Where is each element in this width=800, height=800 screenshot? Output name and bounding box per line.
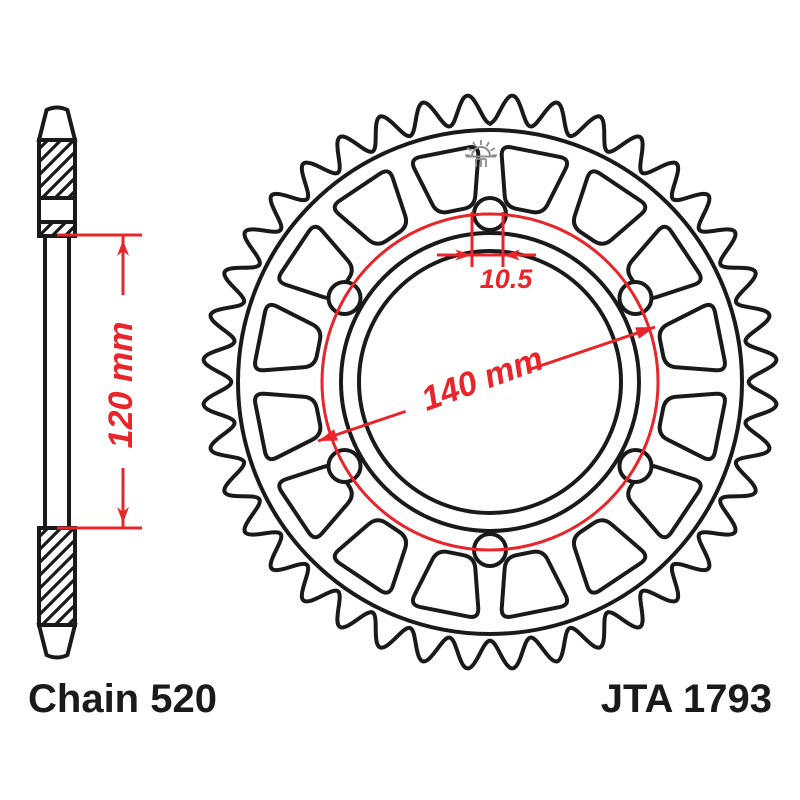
side-segment-bottom-tooth-tip [36, 623, 78, 660]
lightening-hole [410, 549, 481, 619]
lightening-hole [253, 391, 323, 462]
side-profile-view [9, 0, 105, 660]
dimension-label-thickness: 120 mm [102, 322, 140, 449]
side-segment-top-tooth-tip [36, 105, 78, 142]
lightening-hole-ring [253, 145, 727, 619]
section-hatching [39, 222, 75, 236]
sun-ray-2 [485, 141, 490, 147]
lightening-hole [253, 302, 323, 373]
dimension-label-bolt-hole: 10.5 [480, 264, 534, 294]
hatch-line [39, 528, 64, 553]
hatch-line [39, 162, 75, 198]
hatch-line [39, 576, 75, 618]
lightening-hole [499, 549, 570, 619]
lightening-hole [499, 145, 570, 215]
lightening-hole [571, 169, 648, 246]
arrowhead-bc-start [318, 429, 338, 441]
thickness-dimension-120mm [57, 233, 142, 530]
hatch-line [9, 5, 105, 101]
sun-ray-4 [490, 147, 496, 152]
hatch-line [39, 589, 75, 625]
hatch-line [39, 149, 75, 191]
part-number-label: JTA 1793 [601, 677, 772, 721]
bolt-hole-dimension-10-5 [437, 212, 536, 267]
hatch-line [39, 563, 75, 605]
hatch-line [39, 528, 75, 566]
hatch-line [9, 18, 105, 114]
hatch-line [49, 222, 69, 236]
chain-size-label: Chain 520 [28, 677, 217, 721]
sun-stand [475, 158, 487, 167]
arrowhead-up [117, 240, 129, 256]
sprocket-body-circle [236, 128, 744, 636]
lightening-hole [410, 145, 481, 215]
lightening-hole [657, 391, 727, 462]
arrowhead-right [503, 249, 520, 261]
sun-dome [471, 146, 491, 157]
bolt-circle-reference [320, 212, 660, 552]
hatch-line [9, 0, 105, 36]
arrowhead-bc-end [635, 327, 655, 339]
lightening-hole [332, 169, 409, 246]
center-bore-circle [357, 249, 623, 515]
hatch-line [39, 550, 75, 592]
hatch-line [39, 140, 64, 165]
hatch-line [9, 0, 105, 88]
lightening-hole [571, 518, 648, 595]
hatch-line [9, 0, 105, 62]
hatch-line [39, 537, 75, 579]
side-segment-top-gap [37, 196, 77, 224]
arrowhead-left [455, 249, 472, 261]
lightening-hole [332, 518, 409, 595]
hatch-line [9, 0, 105, 75]
bolt-circle-dimension-140mm [317, 212, 660, 552]
lightening-hole [657, 302, 727, 373]
sun-ray-3 [466, 147, 472, 152]
leader-line-upper [529, 325, 656, 371]
hatch-line [39, 140, 75, 178]
hatch-line [9, 0, 105, 49]
arrowhead-down [117, 507, 129, 523]
sunrise-icon [464, 140, 498, 167]
side-segment-web [43, 234, 71, 530]
sprocket-front-view [201, 93, 779, 671]
sun-ray-1 [472, 141, 477, 147]
